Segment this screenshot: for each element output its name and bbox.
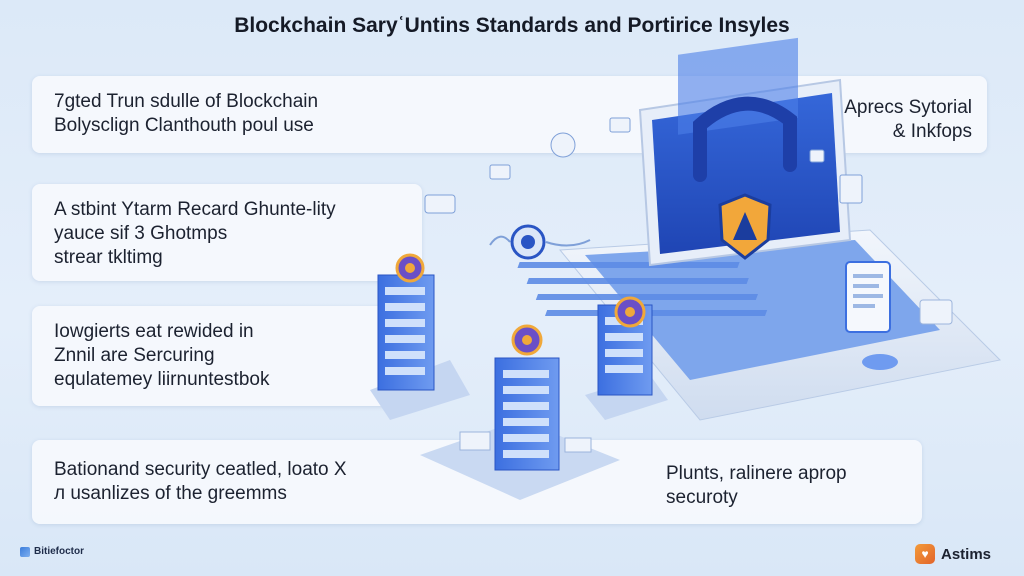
brand-logo-icon — [20, 546, 30, 557]
side-card-2-line: Plunts, ralinere aprop — [666, 463, 847, 484]
side-card-1-text: Aprecs Sytorial & Inkfops — [828, 96, 972, 144]
footer-left-brand: Bitiefoctor — [20, 546, 84, 557]
circuit-lock-icon — [489, 224, 591, 260]
info-card-1-line: Bolysclign Clanthouth poul use — [54, 115, 314, 136]
info-card-1-line: 7gted Trun sdulle of Blockchain — [54, 91, 319, 112]
info-card-2 — [32, 184, 422, 281]
side-card-2-text: Plunts, ralinere aprop securoty — [666, 462, 847, 510]
info-card-2-line: strear tkltimg — [54, 247, 163, 268]
server-tower-center — [420, 324, 620, 500]
info-card-2-line: A stbint Ytarm Recard Ghunte-lity — [54, 199, 336, 220]
side-card-1-line: Aprecs Sytorial — [844, 97, 972, 118]
footer-left-brand-label: Bitiefoctor — [34, 546, 84, 557]
side-card-1-line: & Inkfops — [892, 121, 972, 142]
page-title: Blockchain SaryʿUntins Standards and Por… — [234, 14, 790, 37]
info-card-4-text: Bationand security ceatled, loato Х л us… — [54, 458, 347, 506]
info-card-3 — [32, 306, 390, 406]
info-card-3-line: equlatemey liirnuntestbok — [54, 369, 270, 390]
side-card-2-line: securoty — [666, 487, 738, 508]
info-card-4-line: Bationand security ceatled, loato Х — [54, 459, 347, 480]
footer-right-brand: ♥ Astims — [915, 544, 991, 564]
server-tower-right — [585, 296, 668, 420]
laptop-icon — [517, 37, 1002, 421]
info-card-3-text: Iowgierts eat rewided in Znnil are Sercu… — [54, 320, 269, 392]
shield-hand-icon: ♥ — [915, 544, 935, 564]
info-card-4-line: л usanlizes of the greemms — [54, 483, 287, 504]
info-card-3-line: Znnil are Sercuring — [54, 345, 215, 366]
small-chart-icons — [424, 117, 863, 214]
info-card-3-line: Iowgierts eat rewided in — [54, 321, 254, 342]
info-card-2-line: yauce sif 3 Ghotmps — [54, 223, 228, 244]
info-card-2-text: A stbint Ytarm Recard Ghunte-lity yauce … — [54, 198, 336, 270]
server-tower-left — [370, 253, 470, 420]
footer-right-brand-label: Astims — [941, 545, 992, 563]
info-card-1-text: 7gted Trun sdulle of Blockchain Bolyscli… — [54, 90, 318, 138]
document-icon — [845, 261, 953, 370]
